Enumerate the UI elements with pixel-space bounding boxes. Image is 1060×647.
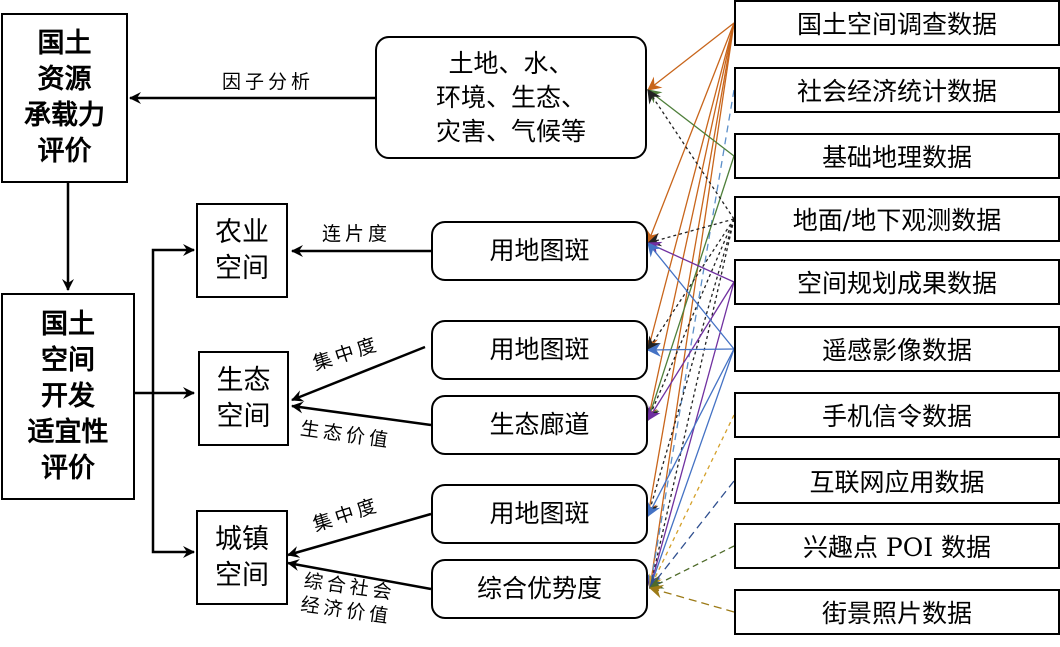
source-label: 兴趣点 POI 数据 <box>802 533 992 562</box>
source-connector <box>647 89 735 157</box>
source-label: 社会经济统计数据 <box>796 77 997 106</box>
suitability-evaluation-node: 国土 空间 开发 适宜性 评价 <box>1 293 135 500</box>
source-box: 空间规划成果数据 <box>734 259 1060 305</box>
source-connector <box>649 480 735 589</box>
source-box: 互联网应用数据 <box>734 458 1060 504</box>
urban-advantage-label: 综合优势度 <box>476 574 602 603</box>
agricultural-space-label: 农业 空间 <box>215 216 269 284</box>
source-connector <box>648 545 735 589</box>
source-box: 街景照片数据 <box>734 589 1060 635</box>
source-connector <box>646 218 735 590</box>
source-label: 空间规划成果数据 <box>796 269 997 298</box>
source-connector <box>645 155 735 422</box>
agri-land-patch-node: 用地图斑 <box>431 221 648 281</box>
edge-advantage-to-urban <box>287 559 432 591</box>
source-connector <box>647 281 735 421</box>
source-connector <box>646 342 735 357</box>
factor-analysis-label: 因子分析 <box>222 71 315 93</box>
source-connector <box>649 414 735 590</box>
urban-advantage-node: 综合优势度 <box>431 559 648 619</box>
edge-corridor-to-eco <box>291 401 432 427</box>
source-connector <box>646 218 735 247</box>
agri-land-patch-label: 用地图斑 <box>489 236 590 265</box>
source-connector <box>647 22 735 91</box>
ecological-space-node: 生态 空间 <box>198 351 289 446</box>
source-connector <box>646 22 735 245</box>
source-box: 社会经济统计数据 <box>734 67 1060 113</box>
source-connector <box>644 22 735 590</box>
ecological-space-label: 生态 空间 <box>216 364 271 432</box>
main-edges <box>62 92 432 591</box>
source-connector <box>646 218 735 422</box>
source-connector <box>647 218 735 351</box>
factors-label: 土地、水、 环境、生态、 灾害、气候等 <box>435 48 586 146</box>
edge-suitability-to-urban <box>151 393 195 558</box>
source-label: 基础地理数据 <box>821 143 972 172</box>
source-edges <box>643 22 735 613</box>
capacity-evaluation-node: 国土 资源 承载力 评价 <box>1 13 128 183</box>
source-connector <box>645 89 735 590</box>
source-box: 遥感影像数据 <box>734 326 1060 372</box>
contiguity-label: 连片度 <box>322 223 392 245</box>
urban-land-patch-node: 用地图斑 <box>431 484 648 544</box>
source-connector <box>646 241 735 283</box>
source-box: 手机信令数据 <box>734 392 1060 438</box>
source-connector <box>648 584 735 613</box>
edge-urbanpatch-to-urban <box>287 512 432 558</box>
capacity-evaluation-label: 国土 资源 承载力 评价 <box>24 28 105 167</box>
eco-land-patch-label: 用地图斑 <box>489 335 590 364</box>
suitability-evaluation-label: 国土 空间 开发 适宜性 评价 <box>27 308 109 484</box>
source-box: 地面/地下观测数据 <box>734 196 1060 242</box>
source-connector <box>647 348 735 518</box>
source-connector <box>647 348 735 590</box>
edge-suitability-to-agri <box>135 244 195 395</box>
source-label: 街景照片数据 <box>821 599 972 628</box>
source-label: 手机信令数据 <box>821 402 972 431</box>
eco-land-patch-node: 用地图斑 <box>431 320 648 380</box>
source-connector <box>644 22 735 352</box>
urban-land-patch-label: 用地图斑 <box>489 499 590 528</box>
urban-space-node: 城镇 空间 <box>196 510 288 605</box>
eco-corridor-node: 生态廊道 <box>431 395 648 455</box>
source-label: 互联网应用数据 <box>809 468 985 497</box>
urban-space-label: 城镇 空间 <box>215 523 269 591</box>
source-connector <box>646 281 735 590</box>
source-connector <box>643 22 735 422</box>
source-box: 基础地理数据 <box>734 133 1060 179</box>
edge-ecopatch-to-eco <box>291 345 426 402</box>
source-label: 国土空间调查数据 <box>796 10 997 39</box>
source-box: 国土空间调查数据 <box>734 0 1060 46</box>
agricultural-space-node: 农业 空间 <box>196 203 288 298</box>
eco-corridor-label: 生态廊道 <box>489 410 590 439</box>
source-box: 兴趣点 POI 数据 <box>734 523 1060 569</box>
source-connector <box>647 242 735 350</box>
factors-node: 土地、水、 环境、生态、 灾害、气候等 <box>375 36 647 159</box>
source-label: 地面/地下观测数据 <box>792 206 1002 235</box>
source-connector <box>647 89 735 220</box>
source-connector <box>643 22 735 518</box>
source-label: 遥感影像数据 <box>821 336 972 365</box>
